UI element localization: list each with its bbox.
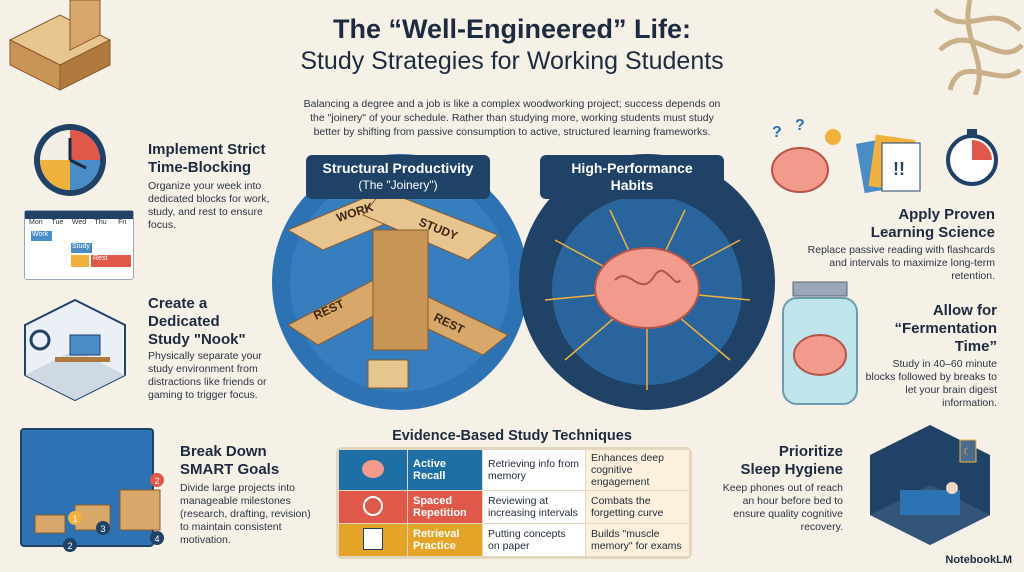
technique-icon-cell xyxy=(338,490,408,524)
calendar-day: Wed xyxy=(71,219,87,226)
technique-benefit: Builds "muscle memory" for exams xyxy=(585,523,690,557)
sleep-hygiene-title-line-2: Sleep Hygiene xyxy=(740,461,843,478)
fermentation-title-line-1: Allow for xyxy=(932,302,997,319)
svg-text:?: ? xyxy=(795,117,805,134)
sleep-hygiene-title-line-1: Prioritize xyxy=(778,443,843,460)
milestone-number: 2 xyxy=(67,541,72,551)
techniques-title: Evidence-Based Study Techniques xyxy=(392,428,632,444)
structural-productivity-banner: Structural Productivity (The "Joinery") xyxy=(306,155,490,199)
smart-goals-body: Divide large projects into manageable mi… xyxy=(180,482,311,546)
study-nook-title-line-1: Create a xyxy=(148,295,208,312)
brain-icon xyxy=(362,459,384,478)
calendar-day: Fri xyxy=(118,219,127,226)
smart-goals-title-line-2: SMART Goals xyxy=(180,461,280,478)
technique-icon-cell xyxy=(338,449,408,491)
svg-text:?: ? xyxy=(772,124,782,141)
weekly-calendar: Mon Tue Wed Thu Fri Work Study Rest xyxy=(24,210,134,280)
milestone-number: 2 xyxy=(154,476,159,486)
writing-icon xyxy=(363,527,383,550)
smart-goals-title: Break Down SMART Goals xyxy=(180,443,320,479)
technique-benefit: Enhances deep cognitive engagement xyxy=(585,449,690,491)
clocks-icon xyxy=(363,495,383,516)
calendar-block xyxy=(71,255,89,267)
learning-science-icons: ? ? !! xyxy=(771,117,998,194)
time-blocking-title: Implement Strict Time-Blocking xyxy=(148,141,288,177)
svg-text:!!: !! xyxy=(893,159,905,179)
clock-icon xyxy=(34,124,106,196)
fermentation-title: Allow for “Fermentation Time” xyxy=(840,302,997,356)
study-nook-body: Physically separate your study environme… xyxy=(148,350,267,401)
technique-name-line-1: Active xyxy=(413,458,447,470)
technique-name-line-2: Recall xyxy=(413,470,446,482)
calendar-block-study: Study xyxy=(71,243,92,253)
page-title-line-2: Study Strategies for Working Students xyxy=(300,47,724,75)
fermentation-body: Study in 40–60 minute blocks followed by… xyxy=(865,358,997,409)
sleep-hygiene-title: Prioritize Sleep Hygiene xyxy=(730,443,843,479)
habits-banner: High-Performance Habits xyxy=(540,155,724,199)
technique-description: Reviewing at increasing intervals xyxy=(482,490,586,524)
sleep-hygiene-body: Keep phones out of reach an hour before … xyxy=(722,482,843,533)
calendar-day: Tue xyxy=(51,219,64,226)
study-room-icon xyxy=(24,298,126,402)
brand-label: NotebookLM xyxy=(945,554,1012,566)
study-nook-title-line-3: Study "Nook" xyxy=(148,331,246,348)
learning-science-body: Replace passive reading with flashcards … xyxy=(807,244,995,282)
bedroom-icon: ☾ xyxy=(870,425,990,545)
learning-science-title-line-2: Learning Science xyxy=(870,224,995,241)
page-title-line-1: The “Well-Engineered” Life: xyxy=(332,14,692,44)
structural-productivity-subtitle: (The "Joinery") xyxy=(358,178,438,192)
technique-description: Retrieving info from memory xyxy=(482,449,586,491)
learning-science-title-line-1: Apply Proven xyxy=(898,206,995,223)
time-blocking-title-line-1: Implement Strict xyxy=(148,141,266,158)
technique-icon-cell xyxy=(338,523,408,557)
technique-name-line-1: Spaced xyxy=(413,495,453,507)
smart-goals-title-line-1: Break Down xyxy=(180,443,267,460)
structural-productivity-title: Structural Productivity xyxy=(322,160,474,176)
structural-circle: WORK STUDY REST REST xyxy=(272,154,528,410)
habits-title-line-2: Habits xyxy=(610,177,654,193)
calendar-block-work: Work xyxy=(31,231,52,241)
svg-text:☾: ☾ xyxy=(963,447,972,458)
habits-circle xyxy=(519,154,775,410)
fermentation-title-line-2: “Fermentation xyxy=(894,320,997,337)
time-blocking-body: Organize your week into dedicated blocks… xyxy=(148,180,270,231)
time-blocking-title-line-2: Time-Blocking xyxy=(148,159,252,176)
milestone-blocks-icon: 1 2 3 4 2 xyxy=(34,473,164,552)
wood-joint-illustration xyxy=(8,0,112,91)
technique-description: Putting concepts on paper xyxy=(482,523,586,557)
technique-name-line-1: Retrieval xyxy=(413,528,460,540)
calendar-block-rest: Rest xyxy=(91,255,131,267)
study-nook-title: Create a Dedicated Study "Nook" xyxy=(148,295,298,349)
calendar-day: Mon xyxy=(28,219,43,226)
jar-brain-icon xyxy=(782,281,858,405)
intro-text: Balancing a degree and a job is like a c… xyxy=(303,98,721,138)
technique-benefit: Combats the forgetting curve xyxy=(585,490,690,524)
calendar-day: Thu xyxy=(94,219,107,226)
rope-knot-illustration xyxy=(933,0,1024,95)
technique-name-line-2: Repetition xyxy=(413,507,467,519)
fermentation-title-line-3: Time” xyxy=(954,338,997,355)
habits-title-line-1: High-Performance xyxy=(571,160,693,176)
learning-science-title: Apply Proven Learning Science xyxy=(790,206,995,242)
milestone-number: 1 xyxy=(72,514,77,524)
milestone-number: 3 xyxy=(100,524,105,534)
milestone-number: 4 xyxy=(154,534,159,544)
study-nook-title-line-2: Dedicated xyxy=(148,313,220,330)
technique-name-line-2: Practice xyxy=(413,540,456,552)
